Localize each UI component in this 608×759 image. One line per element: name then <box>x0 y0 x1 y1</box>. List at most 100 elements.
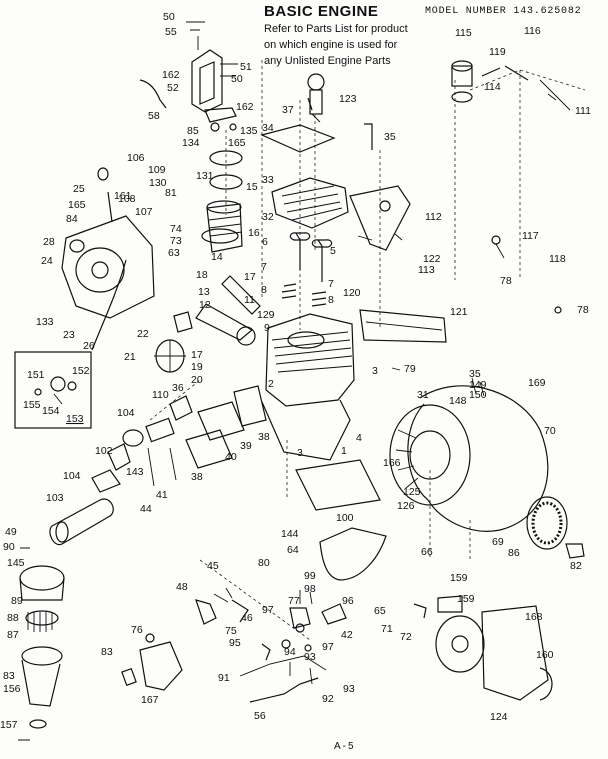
model-number: MODEL NUMBER 143.625082 <box>425 6 582 17</box>
callout: 77 <box>288 595 300 607</box>
callout: 18 <box>196 269 208 281</box>
callout: 7 <box>328 278 334 290</box>
callout: 119 <box>489 46 506 58</box>
callout: 109 <box>148 164 166 176</box>
callout: 134 <box>182 137 200 149</box>
callout: 121 <box>450 306 468 318</box>
callout: 65 <box>374 605 386 617</box>
callout: 120 <box>343 287 361 299</box>
callout: 84 <box>66 213 78 225</box>
callout: 93 <box>343 683 355 695</box>
callout: 94 <box>284 646 296 658</box>
callout: 58 <box>148 110 160 122</box>
callout: 169 <box>528 377 546 389</box>
callout: 143 <box>126 466 144 478</box>
callout: 104 <box>63 470 81 482</box>
callout: 37 <box>282 104 294 116</box>
callout: 92 <box>322 693 334 705</box>
callout: 19 <box>191 361 203 373</box>
callout: 6 <box>262 236 268 248</box>
callout: 113 <box>418 264 435 276</box>
callout: 35 <box>469 368 481 380</box>
callout: 79 <box>404 363 416 375</box>
callout: 115 <box>455 27 472 39</box>
callout: 125 <box>403 486 421 498</box>
callout: 16 <box>248 227 260 239</box>
callout: 42 <box>341 629 353 641</box>
callout: 70 <box>544 425 556 437</box>
callout: 97 <box>322 641 334 653</box>
callout: 91 <box>218 672 230 684</box>
callout: 24 <box>41 255 53 267</box>
callout: 130 <box>149 177 167 189</box>
callout: 126 <box>397 500 415 512</box>
callout: 151 <box>27 369 45 381</box>
callout: 104 <box>117 407 135 419</box>
callout: 45 <box>207 560 219 572</box>
callout: 56 <box>254 710 266 722</box>
callout: 131 <box>196 170 214 182</box>
callout: 133 <box>36 316 54 328</box>
callout: 78 <box>577 304 589 316</box>
callout: 89 <box>11 595 23 607</box>
callout: 93 <box>304 651 316 663</box>
callout: 165 <box>68 199 86 211</box>
callout: 20 <box>191 374 203 386</box>
callout: 160 <box>536 649 554 661</box>
callout: 26 <box>83 340 95 352</box>
callout: 41 <box>156 489 168 501</box>
callout: 36 <box>172 382 184 394</box>
callout: 32 <box>262 211 274 223</box>
callout: 87 <box>7 629 19 641</box>
callout: 156 <box>3 683 21 695</box>
callout: 85 <box>187 125 199 137</box>
callout: 50 <box>163 11 175 23</box>
callout: 12 <box>199 299 211 311</box>
callout: 74 <box>170 223 182 235</box>
callout: 1 <box>341 445 347 457</box>
callout: 76 <box>131 624 143 636</box>
callout: 23 <box>63 329 75 341</box>
callout: 161 <box>114 190 132 202</box>
callout: 8 <box>261 284 267 296</box>
callout: 46 <box>241 612 253 624</box>
callout: 116 <box>524 25 541 37</box>
callout: 39 <box>240 440 252 452</box>
callout: 159 <box>457 593 475 605</box>
callout: 64 <box>287 544 299 556</box>
callout: 102 <box>95 445 113 457</box>
callout: 112 <box>425 211 442 223</box>
callout: 144 <box>281 528 299 540</box>
callout: 100 <box>336 512 354 524</box>
callout: 168 <box>525 611 543 623</box>
part-number-labels: 50 55 51 50 162 52 58 162 85 134 135 165… <box>0 11 591 731</box>
callout: 86 <box>508 547 520 559</box>
callout: 110 <box>152 389 169 401</box>
callout: 8 <box>328 294 334 306</box>
callout: 50 <box>231 73 243 85</box>
callout: 83 <box>3 670 15 682</box>
callout: 21 <box>124 351 136 363</box>
callout: 3 <box>297 447 303 459</box>
callout: 5 <box>330 245 336 257</box>
callout: 72 <box>400 631 412 643</box>
callout: 99 <box>304 570 316 582</box>
callout: 162 <box>236 101 254 113</box>
callout: 4 <box>356 432 362 444</box>
callout: 33 <box>262 174 274 186</box>
note-line: on which engine is used for <box>264 39 398 51</box>
callout: 44 <box>140 503 152 515</box>
note-line: Refer to Parts List for product <box>264 23 408 35</box>
callout: 17 <box>244 271 256 283</box>
callout: 98 <box>304 583 316 595</box>
callout: 123 <box>339 93 357 105</box>
callout: 14 <box>211 251 223 263</box>
callout: 83 <box>101 646 113 658</box>
callout: 9 <box>264 322 270 334</box>
callout: 55 <box>165 26 177 38</box>
callout: 80 <box>258 557 270 569</box>
callout: 49 <box>5 526 17 538</box>
callout: 124 <box>490 711 508 723</box>
